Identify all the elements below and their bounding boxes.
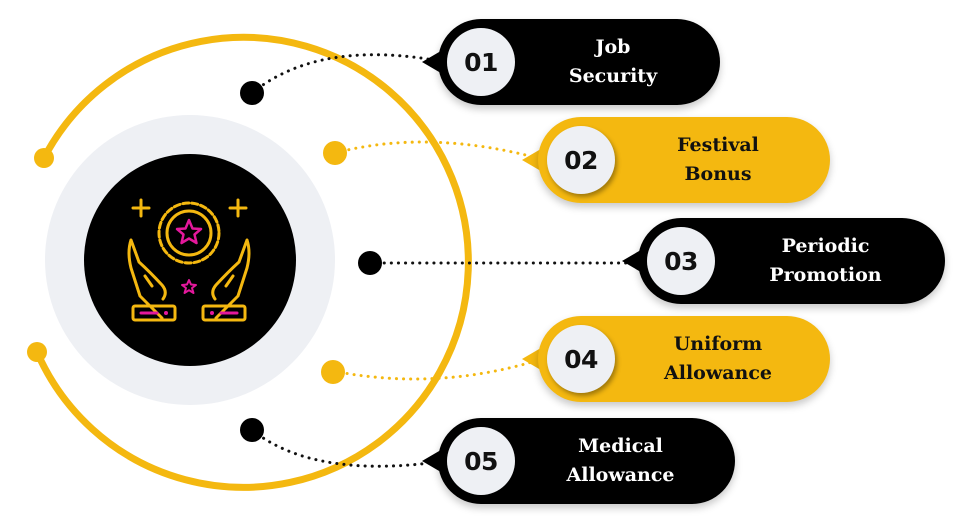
hands-holding-star-badge-icon (127, 198, 251, 322)
item-02-number: 02 (547, 126, 615, 194)
item-04-number: 04 (547, 325, 615, 393)
outer-ring-arc (33, 33, 472, 491)
item-05-number: 05 (447, 427, 515, 495)
item-01-number: 01 (447, 28, 515, 96)
center-disc (84, 154, 296, 366)
connector-05 (250, 428, 447, 468)
node-dot-02 (323, 141, 347, 165)
node-dot-05 (240, 418, 264, 442)
node-dot-03 (358, 251, 382, 275)
connector-01 (250, 53, 447, 95)
item-04-pill: 04 Uniform Allowance (538, 316, 830, 402)
connector-02 (333, 140, 547, 162)
arc-end-dot-top (34, 148, 54, 168)
arc-end-dot-bottom (27, 342, 47, 362)
connector-04 (331, 356, 547, 381)
item-04-label: Uniform Allowance (664, 333, 772, 384)
item-02-pill: 02 Festival Bonus (538, 117, 830, 203)
item-03-label: Periodic Promotion (769, 235, 882, 286)
item-01-pill: 01 Job Security (438, 19, 720, 105)
node-dot-04 (321, 360, 345, 384)
item-03-pill: 03 Periodic Promotion (638, 218, 945, 304)
item-03-number: 03 (647, 227, 715, 295)
item-02-label: Festival Bonus (677, 134, 759, 185)
item-01-label: Job Security (568, 36, 658, 87)
item-05-label: Medical Allowance (566, 435, 675, 486)
node-dot-01 (240, 81, 264, 105)
item-05-pill: 05 Medical Allowance (438, 418, 735, 504)
